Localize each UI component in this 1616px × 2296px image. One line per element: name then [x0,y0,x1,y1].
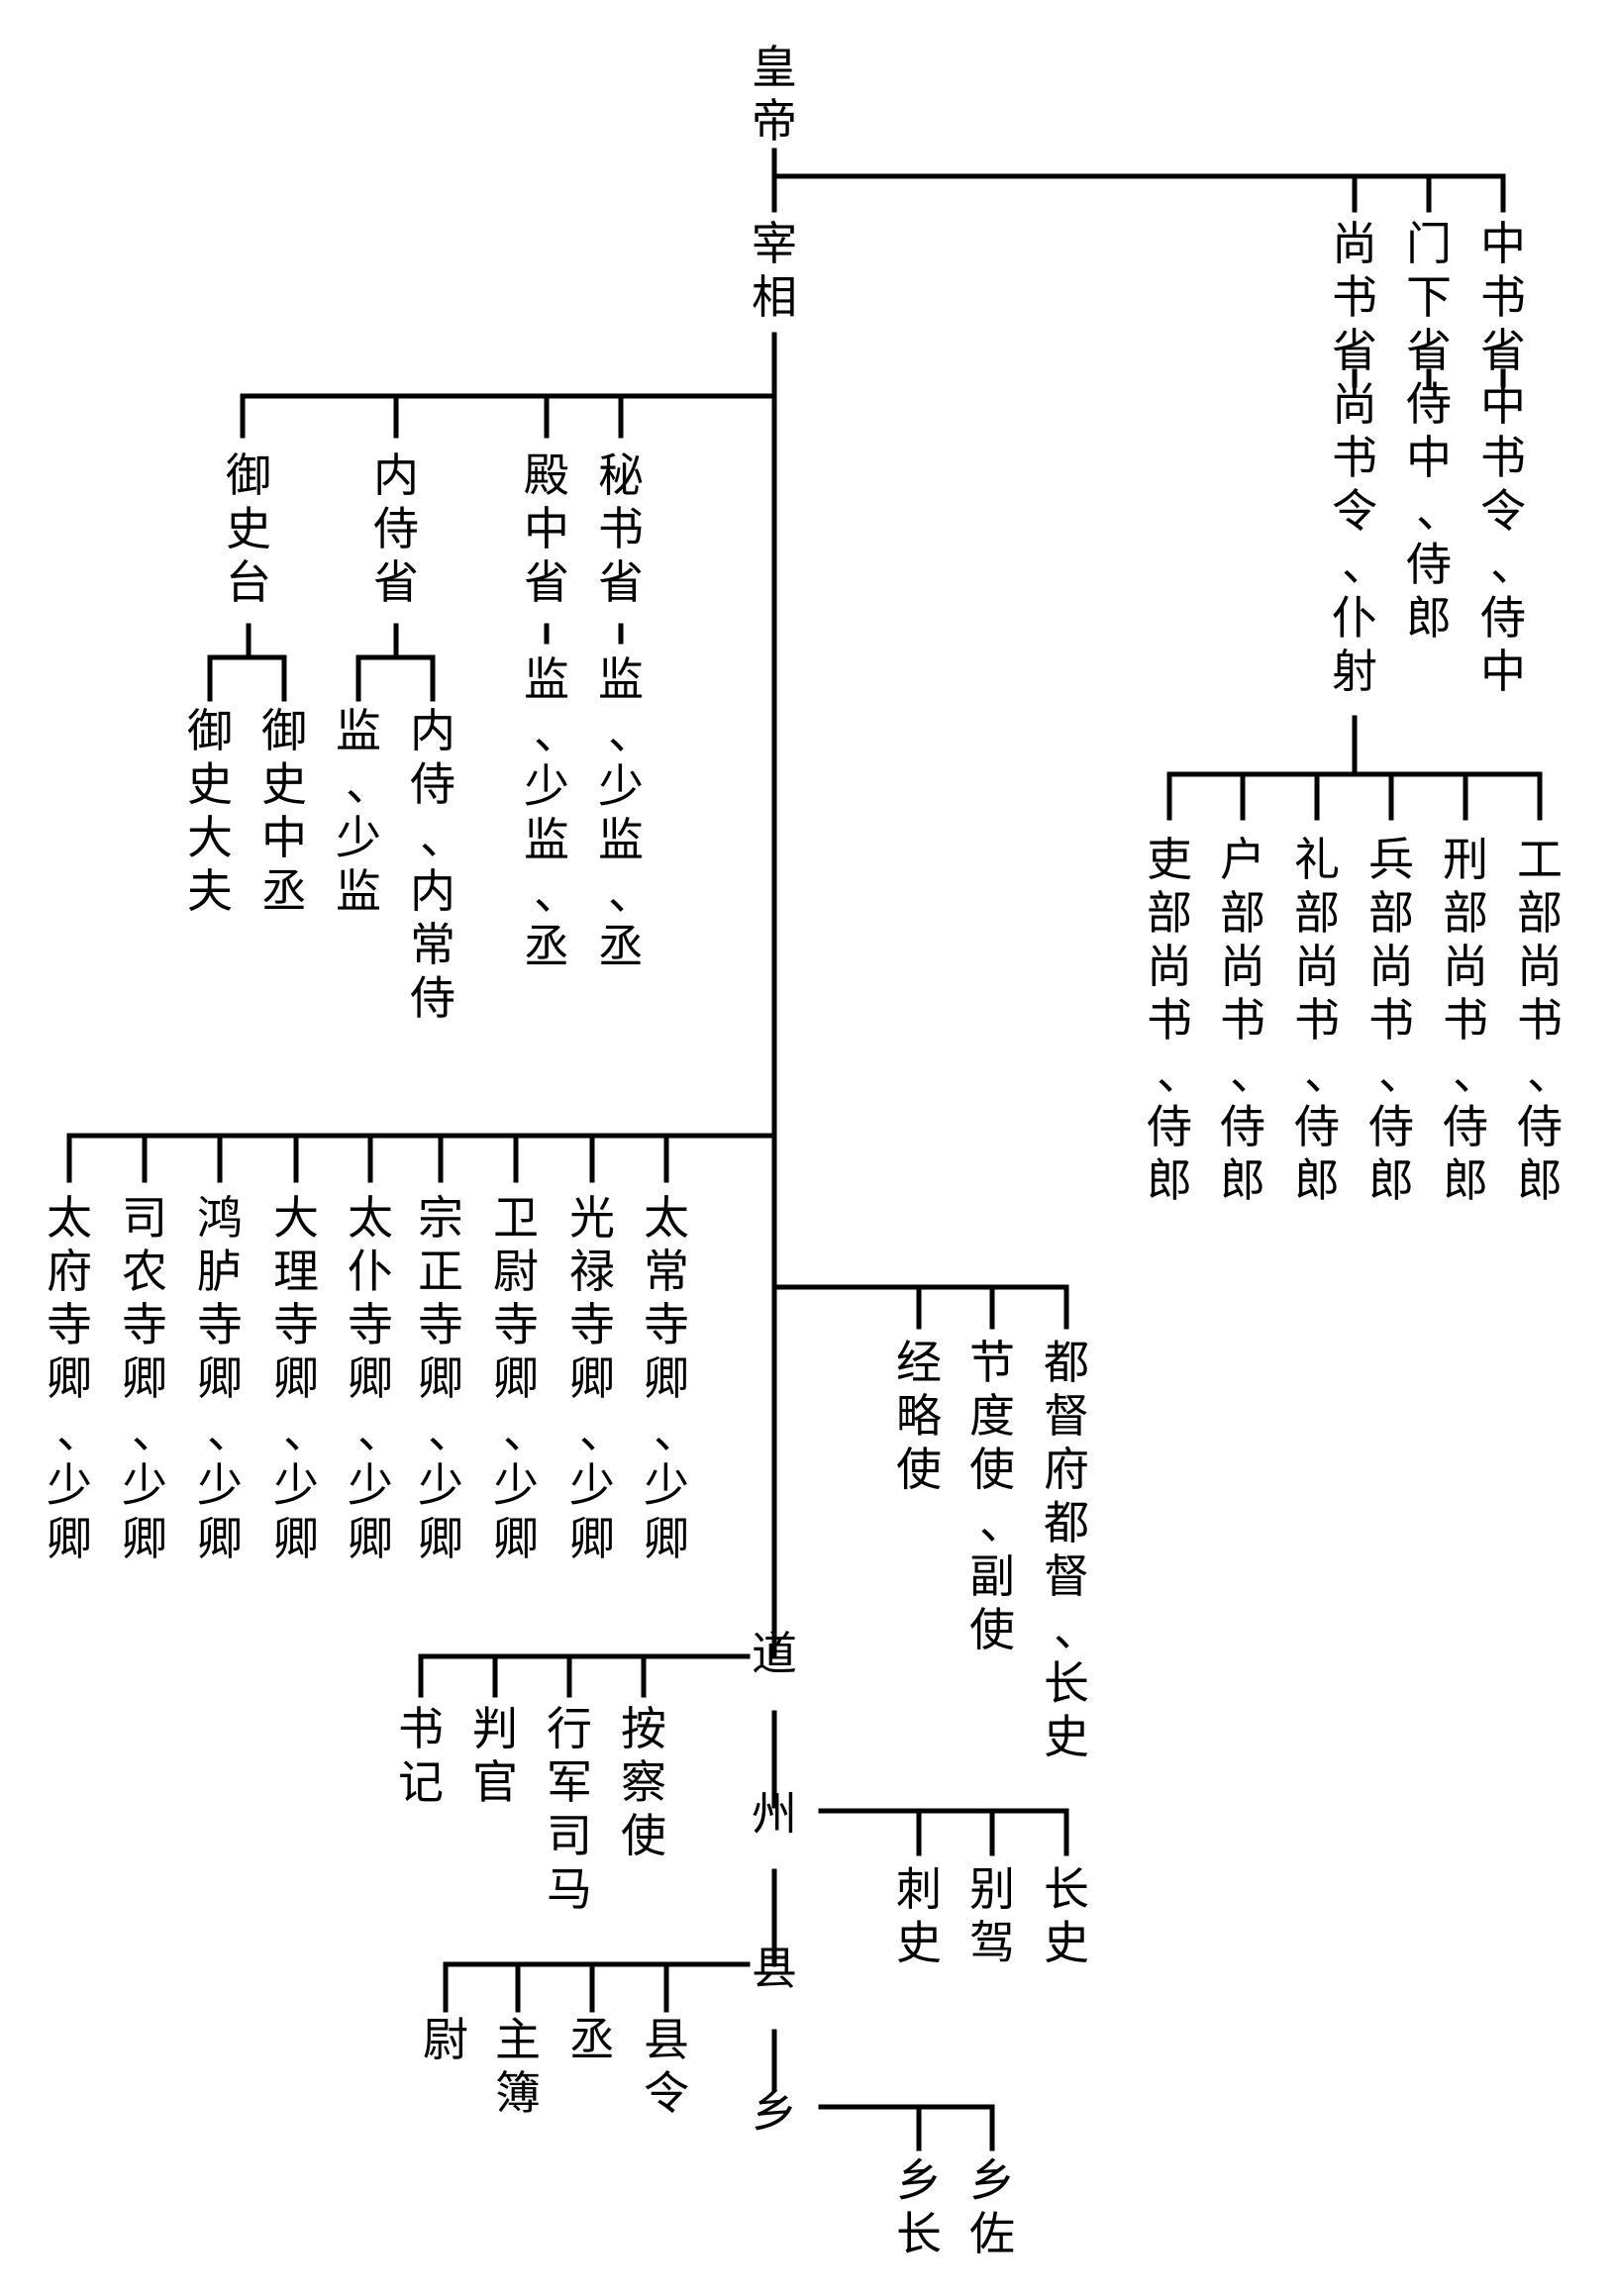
zhou-label: 州 [752,1787,797,1841]
xiang-official-0: 乡佐 [969,2153,1015,2260]
mishu-heads-label: 监、少监、丞 [598,652,654,973]
xiang-label: 乡 [752,2084,797,2138]
menxia-heads-label: 侍中、侍郎 [1406,377,1462,645]
court-label-6: 鸿胪寺卿、少卿 [197,1191,252,1565]
zhou-official-1: 别驾 [969,1862,1015,1969]
court-label-0: 太常寺卿、少卿 [644,1191,699,1565]
xian-label: 县 [752,1942,797,1995]
ministry-label-2: 兵部尚书、侍郎 [1368,833,1424,1207]
connector-lines [66,148,1543,2151]
zhongshu-heads-label: 中书令、侍中 [1480,377,1536,698]
ministry-label-3: 礼部尚书、侍郎 [1294,833,1350,1207]
court-label-7: 司农寺卿、少卿 [122,1191,177,1565]
shangshu-heads-label: 尚书令、仆射 [1332,377,1387,698]
court-label-1: 光禄寺卿、少卿 [569,1191,625,1565]
emperor-label: 皇帝 [752,41,797,148]
court-label-5: 大理寺卿、少卿 [273,1191,329,1565]
ministry-label-4: 户部尚书、侍郎 [1220,833,1275,1207]
menxia-label: 门下省 [1406,217,1452,377]
ministry-label-5: 吏部尚书、侍郎 [1147,833,1202,1207]
yushi-official-1: 御史大夫 [187,704,233,918]
dao-official-3: 书记 [398,1702,444,1809]
military-label-2: 经略使 [896,1336,942,1496]
court-label-3: 宗正寺卿、少卿 [418,1191,473,1565]
zhou-official-2: 刺史 [896,1862,942,1969]
neishi-label: 内侍省 [373,449,419,609]
dianzhong-heads-label: 监、少监、丞 [524,652,579,973]
ministry-label-1: 刑部尚书、侍郎 [1443,833,1498,1207]
yushi-label: 御史台 [226,449,271,609]
xian-official-1: 丞 [569,2013,615,2066]
neishi-official-1: 监、少监 [336,704,391,918]
dao-official-2: 判官 [472,1702,518,1809]
xiang-official-1: 乡长 [896,2153,942,2260]
dao-official-1: 行军司马 [547,1702,592,1916]
court-label-8: 太府寺卿、少卿 [47,1191,102,1565]
chancellor-label: 宰相 [752,217,797,324]
court-label-2: 卫尉寺卿、少卿 [493,1191,549,1565]
yushi-official-0: 御史中丞 [261,704,307,918]
shangshu-label: 尚书省 [1332,217,1377,377]
dao-official-0: 按察使 [621,1702,666,1862]
zhou-official-0: 长史 [1044,1862,1089,1969]
military-label-0: 都督府都督、长史 [1044,1336,1099,1763]
military-label-1: 节度使、副使 [969,1336,1025,1656]
zhongshu-label: 中书省 [1480,217,1526,377]
xian-official-2: 主簿 [495,2013,541,2120]
xian-official-3: 尉 [423,2013,468,2066]
neishi-official-0: 内侍、内常侍 [410,704,465,1025]
dianzhong-label: 殿中省 [524,449,569,609]
ministry-label-0: 工部尚书、侍郎 [1517,833,1572,1207]
dao-label: 道 [752,1627,797,1680]
mishu-label: 秘书省 [598,449,644,609]
xian-official-0: 县令 [644,2013,689,2120]
court-label-4: 太仆寺卿、少卿 [348,1191,403,1565]
